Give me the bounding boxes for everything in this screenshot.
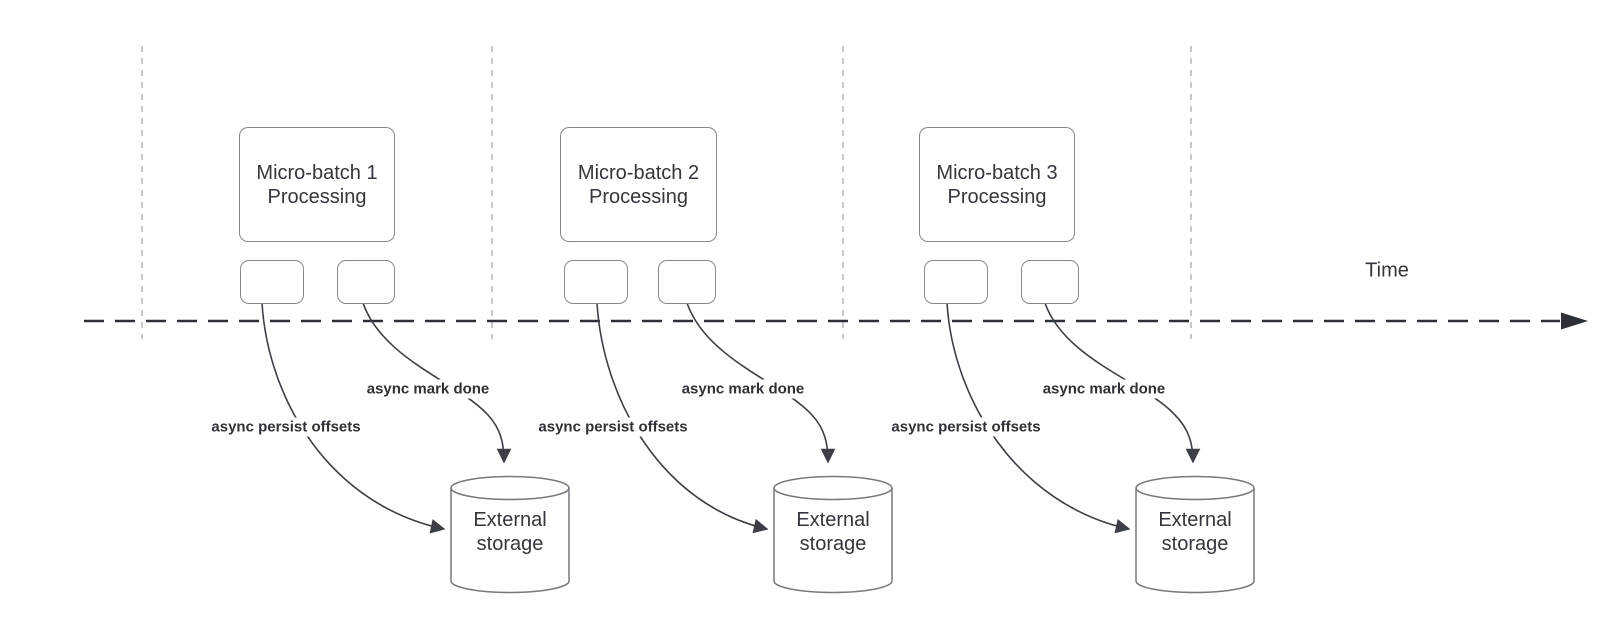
mark-done-label-1: async mark done [363,379,493,399]
persist-task-box-3 [924,260,988,304]
external-storage-label-2: External storage [796,509,870,555]
mark-done-arrow-3 [1044,302,1201,464]
mark-done-label-3: async mark done [1039,379,1169,399]
micro-batch-box-3: Micro-batch 3 Processing [919,127,1075,242]
micro-batch-box-2: Micro-batch 2 Processing [560,127,717,242]
done-task-box-3 [1021,260,1079,304]
persist-task-box-1 [240,260,304,304]
external-storage-label-1: External storage [473,509,547,555]
storage-cylinder-1 [450,475,570,594]
persist-offsets-label-3: async persist offsets [888,417,1044,437]
persist-offsets-label-1: async persist offsets [208,417,364,437]
persist-offsets-arrow-1 [261,302,446,534]
micro-batch-box-1: Micro-batch 1 Processing [239,127,395,242]
time-axis-arrowhead-icon [1561,312,1588,330]
micro-batch-box-3-label: Micro-batch 3 Processing [936,161,1058,208]
done-task-box-2 [658,260,716,304]
mark-done-arrow-1 [362,302,512,464]
micro-batch-box-1-label: Micro-batch 1 Processing [256,161,378,208]
storage-cylinder-3 [1135,475,1255,594]
storage-cylinder-2 [773,475,893,594]
time-label: Time [1365,259,1409,282]
persist-offsets-label-2: async persist offsets [535,417,691,437]
external-storage-label-3: External storage [1158,509,1232,555]
persist-task-box-2 [564,260,628,304]
mark-done-arrow-2 [686,302,836,464]
micro-batch-box-2-label: Micro-batch 2 Processing [577,161,700,208]
persist-offsets-arrow-3 [946,302,1131,534]
mark-done-label-2: async mark done [678,379,808,399]
persist-offsets-arrow-2 [596,302,769,534]
done-task-box-1 [337,260,395,304]
